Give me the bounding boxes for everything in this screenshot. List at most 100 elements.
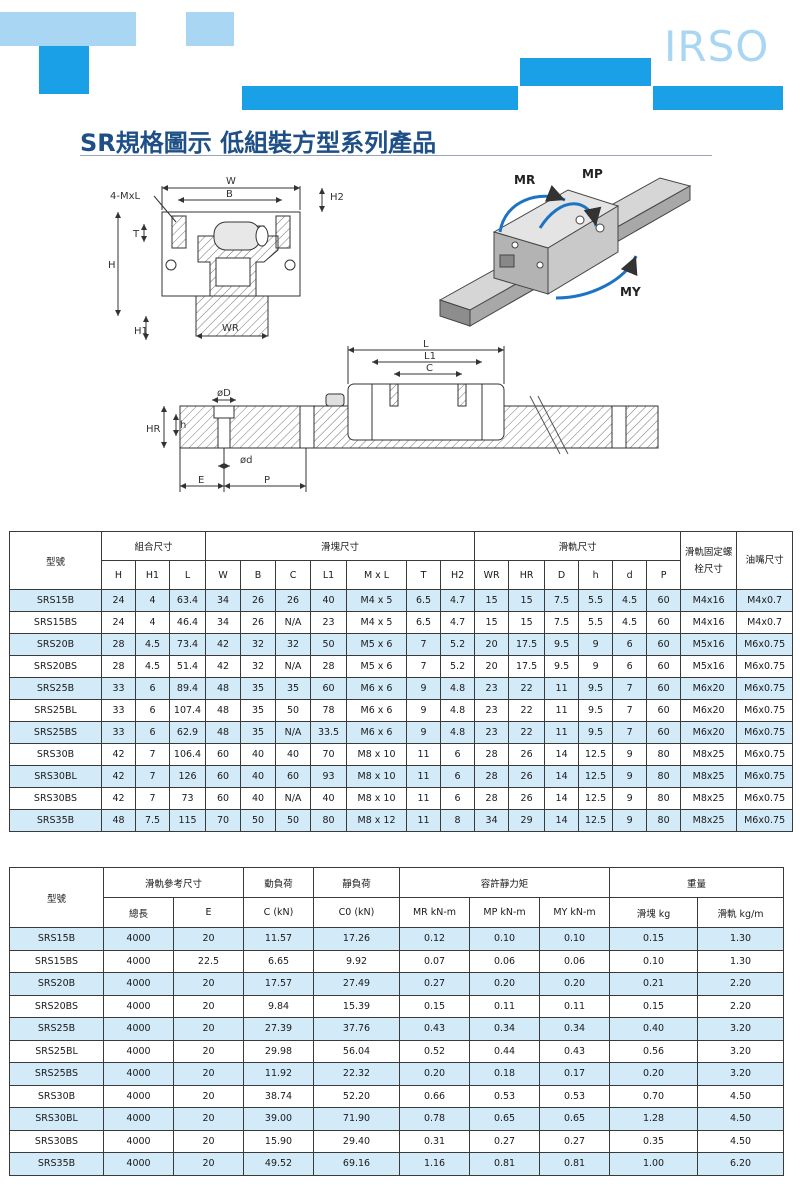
table-cell: 50 (275, 699, 312, 722)
table-cell: 20 (172, 1129, 245, 1153)
table-cell: M6x0.75 (736, 677, 794, 700)
table-cell: 40 (275, 743, 312, 766)
table-cell: 0.20 (609, 1062, 699, 1086)
table-cell: M4x0.7 (736, 611, 794, 634)
table-cell: 22.32 (313, 1062, 401, 1086)
column-header: 總長 (103, 897, 174, 928)
label-t: T (132, 229, 140, 240)
table-cell: 20 (474, 655, 510, 678)
model-cell: SRS25B (9, 677, 102, 700)
table-cell: 40 (310, 787, 348, 810)
table-cell: 0.65 (469, 1107, 541, 1131)
table-cell: 29.40 (313, 1129, 401, 1153)
table-cell: 4 (135, 611, 170, 634)
table-cell: 4.5 (612, 611, 648, 634)
table-cell: 20 (172, 1152, 245, 1176)
table-cell: 6 (440, 743, 476, 766)
table-cell: 0.43 (399, 1017, 471, 1041)
table-cell: 1.16 (399, 1152, 471, 1176)
table-cell: 32 (240, 633, 277, 656)
table-cell: 9.5 (544, 655, 580, 678)
table-cell: 115 (168, 809, 207, 832)
table-cell: 5.2 (440, 655, 476, 678)
table-cell: 4000 (103, 1129, 174, 1153)
side-section-view (161, 346, 659, 492)
table-cell: M8x25 (680, 787, 738, 810)
label-mr: MR (514, 173, 535, 187)
table-cell: 9 (612, 765, 648, 788)
label-mp: MP (582, 167, 603, 181)
table-cell: 12.5 (578, 765, 614, 788)
label-h2: H2 (330, 192, 344, 203)
table-cell: M4 x 5 (346, 611, 408, 634)
table-cell: 49.52 (243, 1152, 315, 1176)
table-cell: 9 (406, 677, 442, 700)
table-cell: 35 (275, 677, 312, 700)
table-cell: 35 (240, 699, 277, 722)
table-cell: M4x16 (680, 611, 738, 634)
table-cell: 23 (474, 721, 510, 744)
model-cell: SRS30BS (9, 1129, 104, 1153)
table-cell: 17.57 (243, 972, 315, 996)
table-cell: M5 x 6 (346, 655, 408, 678)
table-cell: 5.5 (578, 611, 614, 634)
table-cell: 9.5 (544, 633, 580, 656)
table-cell: 6 (135, 677, 170, 700)
table-cell: 60 (310, 677, 348, 700)
table-cell: 27.49 (313, 972, 401, 996)
table-cell: 52.20 (313, 1084, 401, 1108)
table-cell: 32 (240, 655, 277, 678)
table-cell: 50 (310, 633, 348, 656)
table-cell: 7.5 (544, 589, 580, 612)
table-cell: 0.81 (469, 1152, 541, 1176)
header-oil: 油嘴尺寸 (736, 531, 794, 590)
table-cell: 80 (646, 809, 682, 832)
table-cell: 40 (240, 787, 277, 810)
table-cell: 69.16 (313, 1152, 401, 1176)
model-cell: SRS25BL (9, 699, 102, 722)
label-mxl: 4-MxL (110, 191, 141, 202)
table-cell: 4 (135, 589, 170, 612)
table-cell: 0.34 (539, 1017, 611, 1041)
table-cell: 4.50 (697, 1084, 785, 1108)
table-cell: M6x20 (680, 699, 738, 722)
table-cell: N/A (275, 721, 312, 744)
column-header: MY kN-m (539, 897, 611, 928)
table-cell: 1.28 (609, 1107, 699, 1131)
table-cell: 27.39 (243, 1017, 315, 1041)
table-cell: 0.66 (399, 1084, 471, 1108)
table-cell: 9 (612, 787, 648, 810)
table-cell: 28 (101, 655, 136, 678)
cross-section-labels: W B 4-MxL H2 T H H1 WR (108, 176, 344, 337)
table-cell: 50 (240, 809, 277, 832)
table-cell: M6x0.75 (736, 721, 794, 744)
table-cell: 20 (474, 633, 510, 656)
header-block: 滑塊尺寸 (205, 531, 476, 561)
column-header: E (172, 897, 245, 928)
table-cell: M6x0.75 (736, 655, 794, 678)
table-cell: 7 (612, 721, 648, 744)
model-cell: SRS30BL (9, 1107, 104, 1131)
label-c: C (426, 363, 433, 374)
table-cell: 26 (508, 765, 546, 788)
table-cell: 60 (646, 633, 682, 656)
table-cell: 0.11 (469, 994, 541, 1018)
table-cell: 11 (406, 765, 442, 788)
table-cell: 3.20 (697, 1017, 785, 1041)
table-cell: 28 (310, 655, 348, 678)
table-cell: 48 (101, 809, 136, 832)
table-cell: 6 (135, 721, 170, 744)
header-block-light-1 (0, 12, 136, 46)
table-cell: 15 (508, 611, 546, 634)
